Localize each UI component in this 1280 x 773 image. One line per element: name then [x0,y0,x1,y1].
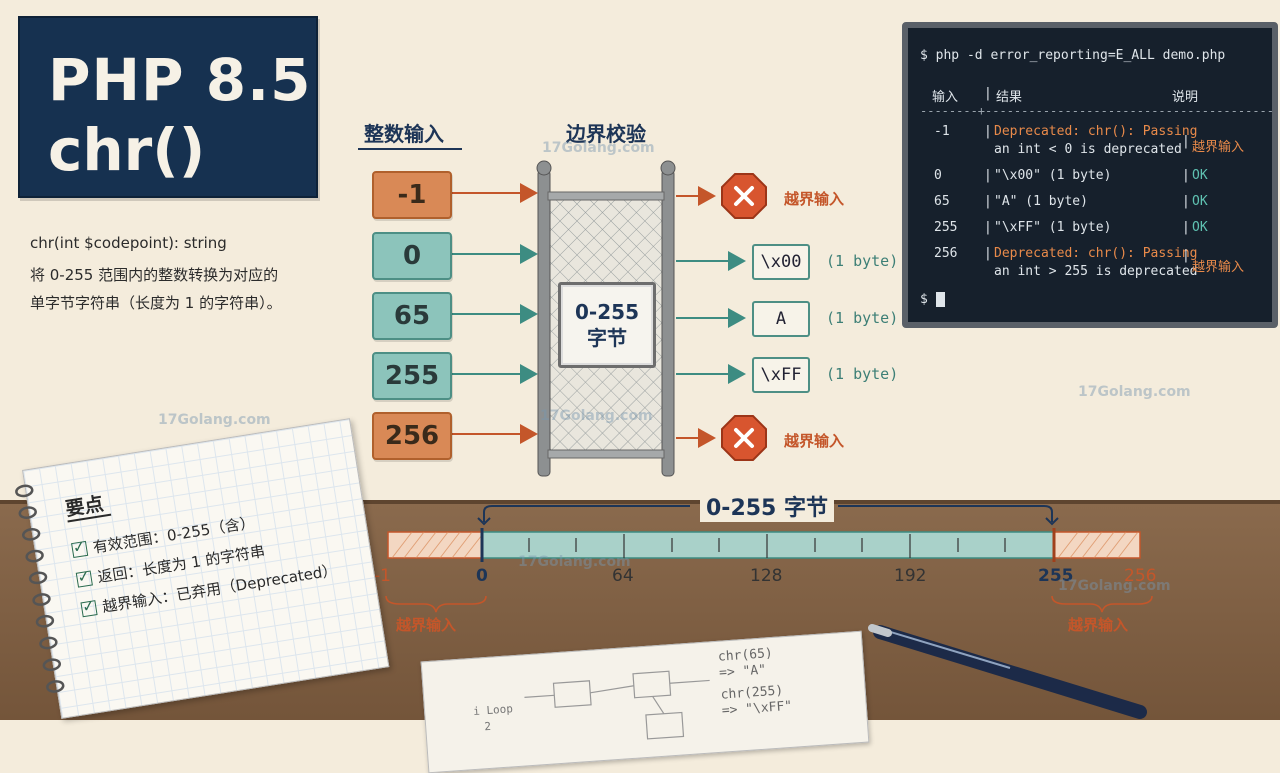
terminal-header-result: 结果 [996,90,1023,105]
watermark: 17Golang.com [540,408,653,424]
terminal-row-input: 255 [934,220,958,235]
gate-sign-unit: 字节 [587,326,627,350]
gate-post-right [661,169,675,477]
stop-icon [721,415,767,461]
terminal-row-result: "A" (1 byte) [994,194,1088,209]
checkbox-icon [75,570,93,588]
function-signature: chr(int $codepoint): string [30,234,227,252]
terminal-row-result: "\x00" (1 byte) [994,168,1112,183]
terminal-row-result-cont: an int > 255 is deprecated [994,264,1198,279]
terminal-row-note: 越界输入 [1192,140,1245,155]
terminal-row-note: OK [1192,220,1208,235]
watermark: 17Golang.com [518,554,631,570]
pen-icon [868,624,1147,719]
input-255: 255 [372,352,452,400]
tick-label: 0 [476,566,488,586]
error-label: 越界输入 [784,190,845,208]
paper-loop: i Loop [472,702,514,718]
terminal-header-input: 输入 [932,90,959,105]
watermark: 17Golang.com [542,140,655,156]
range-label: 0-255 字节 [700,490,835,522]
range-out-left [387,531,483,559]
input-65: 65 [372,292,452,340]
watermark: 17Golang.com [1058,578,1171,594]
input-heading: 整数输入 [364,122,444,146]
tick-label: 256 [1124,566,1157,586]
output-xFF: \xFF [752,357,810,393]
byte-size-label: (1 byte) [826,365,899,383]
terminal-prompt[interactable]: $ [920,292,928,307]
terminal-header-note: 说明 [1172,90,1199,105]
tick-label: 255 [1038,566,1074,586]
byte-size-label: (1 byte) [826,252,899,270]
output-x00: \x00 [752,244,810,280]
gate-top-rail [547,191,665,201]
watermark: 17Golang.com [1078,384,1191,400]
out-of-range-left: 越界输入 [396,616,457,634]
title-line-2: chr() [48,116,206,184]
terminal-row-result: "\xFF" (1 byte) [994,220,1112,235]
spiral-binding [15,484,65,693]
terminal-row-note: OK [1192,194,1208,209]
paper-num: 2 [483,719,492,734]
watermark: 17Golang.com [158,412,271,428]
input-0: 0 [372,232,452,280]
terminal-window: $ php -d error_reporting=E_ALL demo.php … [902,22,1278,328]
terminal-command: $ php -d error_reporting=E_ALL demo.php [920,48,1226,63]
terminal-row-note: 越界输入 [1192,260,1245,275]
terminal-cursor [936,292,945,307]
terminal-row-input: 0 [934,168,942,183]
gate-post-left [537,169,551,477]
input-256: 256 [372,412,452,460]
error-label: 越界输入 [784,432,845,450]
checkbox-icon [80,600,98,618]
notebook: 要点 有效范围：0-255（含） 返回：长度为 1 的字符串 越界输入：已弃用（… [15,418,390,719]
title-line-1: PHP 8.5 [48,46,312,114]
tick-label: 192 [894,566,927,586]
desk-edge [0,500,1280,504]
terminal-row-input: -1 [934,124,950,139]
input-heading-underline [358,148,462,150]
paper-result-1: => "A" [718,662,767,681]
tick-label: -1 [374,566,391,586]
output-A: A [752,301,810,337]
description-line-2: 单字节字符串（长度为 1 的字符串）。 [30,294,282,312]
title-panel: PHP 8.5 chr() [18,16,318,198]
out-of-range-right: 越界输入 [1068,616,1129,634]
terminal-row-result: Deprecated: chr(): Passing [994,246,1198,261]
terminal-row-input: 65 [934,194,950,209]
paper-flowchart [524,670,710,740]
input-neg1: -1 [372,171,452,219]
description-line-1: 将 0-255 范围内的整数转换为对应的 [30,266,279,284]
terminal-row-input: 256 [934,246,958,261]
stop-icon [721,173,767,219]
terminal-row-result-cont: an int < 0 is deprecated [994,142,1182,157]
tick-label: 64 [612,566,634,586]
gate-sign-range: 0-255 [575,300,639,324]
gate-bottom-rail [547,449,665,459]
checkbox-icon [71,540,89,559]
range-valid [481,531,1055,559]
check-heading: 边界校验 [566,122,646,146]
terminal-separator: --------+-------------------------------… [920,104,1275,118]
gate-sign: 0-255 字节 [558,282,656,368]
byte-size-label: (1 byte) [826,309,899,327]
terminal-row-note: OK [1192,168,1208,183]
terminal-row-result: Deprecated: chr(): Passing [994,124,1198,139]
tick-label: 128 [750,566,783,586]
